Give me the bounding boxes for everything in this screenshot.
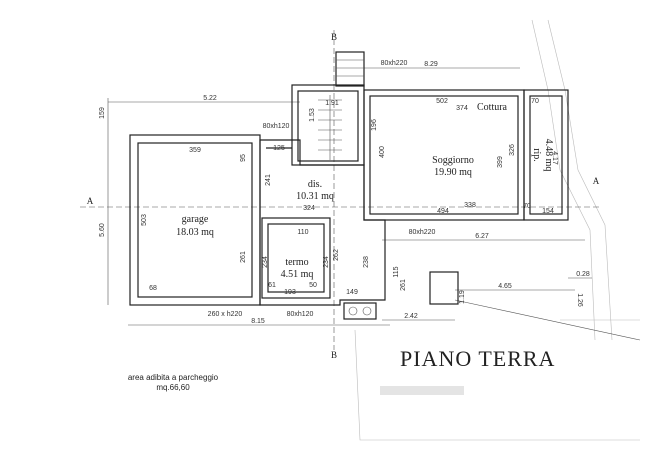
- room-garage-name: garage: [182, 214, 209, 225]
- dim-374: 374: [456, 105, 468, 112]
- dim-193: 193: [284, 289, 296, 296]
- site-boundary: [354, 19, 641, 441]
- dim-502: 502: [436, 98, 448, 105]
- opening-window-termo: 80xh120: [287, 311, 314, 318]
- dim-110: 110: [297, 229, 308, 236]
- dimension-values: 8.29 5.22 159 5.60 1.91 1.53 196 502 374…: [99, 61, 590, 325]
- dim-400: 400: [379, 146, 386, 158]
- dim-324: 324: [303, 205, 315, 212]
- dim-191: 1.91: [325, 100, 339, 107]
- dim-153: 1.53: [309, 108, 316, 122]
- room-termo-name: termo: [285, 257, 308, 268]
- dim-159: 159: [99, 107, 106, 119]
- walls: [129, 51, 569, 320]
- dim-261-garage: 261: [240, 251, 247, 263]
- opening-door-top: 80xh220: [381, 60, 408, 67]
- dim-234-right: 234: [323, 256, 330, 268]
- dim-70-bottom: 70: [523, 203, 531, 210]
- dim-238: 238: [363, 256, 370, 268]
- dim-503: 503: [141, 214, 148, 226]
- room-soggiorno-name: Soggiorno: [432, 155, 474, 166]
- section-a-left: A: [87, 196, 94, 206]
- room-termo-area: 4.51 mq: [281, 269, 314, 280]
- room-labels: garage 18.03 mq dis. 10.31 mq Soggiorno …: [176, 102, 554, 280]
- dim-125: 125: [273, 145, 285, 152]
- dim-50: 50: [309, 282, 317, 289]
- dim-829: 8.29: [424, 61, 438, 68]
- dim-119: 1.19: [459, 290, 466, 304]
- dim-115: 115: [393, 266, 400, 277]
- dim-95: 95: [240, 154, 247, 162]
- dim-154: 154: [542, 208, 554, 215]
- room-dis-name: dis.: [308, 179, 322, 190]
- opening-door-right: 80xh220: [409, 229, 436, 236]
- dim-560: 5.60: [99, 223, 106, 237]
- dim-359: 359: [189, 147, 201, 154]
- opening-labels: 80xh220 80xh120 80xh220 260 x h220 80xh1…: [208, 60, 436, 318]
- dim-494: 494: [437, 208, 449, 215]
- section-a-right: A: [593, 176, 600, 186]
- room-rip-name: rip.: [531, 148, 542, 162]
- parking-note: area adibita a parcheggio mq.66,60: [118, 373, 228, 393]
- section-b-top: B: [331, 32, 337, 42]
- parking-note-line2: mq.66,60: [156, 383, 190, 392]
- opening-garage-door: 260 x h220: [208, 311, 243, 318]
- dim-241: 241: [265, 174, 272, 186]
- section-b-bottom: B: [331, 350, 337, 360]
- dim-234-left: 234: [262, 256, 269, 268]
- dim-61: 61: [268, 282, 276, 289]
- dim-70-top: 70: [531, 98, 539, 105]
- smudge-mark: [380, 386, 464, 395]
- room-cottura-name: Cottura: [477, 102, 508, 113]
- opening-window-stair: 80xh120: [263, 123, 290, 130]
- dim-326: 326: [509, 144, 516, 156]
- dim-262: 262: [333, 249, 340, 261]
- dim-261-right: 261: [400, 279, 407, 291]
- room-dis-area: 10.31 mq: [296, 191, 334, 202]
- dim-522: 5.22: [203, 95, 217, 102]
- room-garage-area: 18.03 mq: [176, 227, 214, 238]
- dim-399: 399: [497, 156, 504, 168]
- dim-028: 0.28: [576, 271, 590, 278]
- dim-338: 338: [464, 202, 476, 209]
- dim-465: 4.65: [498, 283, 512, 290]
- drawing-title: PIANO TERRA: [400, 346, 556, 371]
- dimension-lines: [80, 30, 600, 350]
- dim-815: 8.15: [251, 318, 265, 325]
- dim-242: 2.42: [404, 313, 418, 320]
- room-soggiorno-area: 19.90 mq: [434, 167, 472, 178]
- dim-417: 4.17: [551, 151, 558, 165]
- dim-627: 6.27: [475, 233, 489, 240]
- parking-note-line1: area adibita a parcheggio: [127, 373, 219, 382]
- dim-126: 1.26: [576, 293, 583, 307]
- dim-196: 196: [371, 119, 378, 131]
- dim-149: 149: [346, 289, 358, 296]
- dim-68: 68: [149, 285, 157, 292]
- room-rip-area: 4.48 mq: [543, 139, 554, 172]
